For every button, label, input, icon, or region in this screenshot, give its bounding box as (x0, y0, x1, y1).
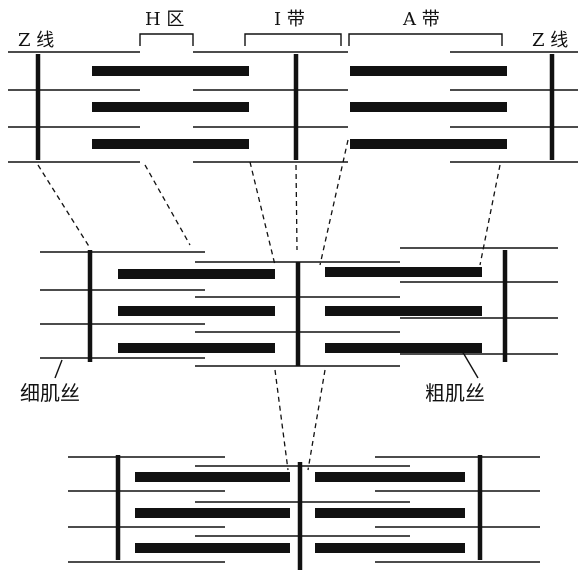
h-zone-label: H 区 (145, 9, 184, 30)
h-zone-bracket (139, 33, 194, 46)
i-band-bracket (244, 33, 342, 46)
connector-line (144, 164, 191, 246)
sarcomere-partial (40, 247, 558, 367)
connector-line (249, 161, 276, 266)
connector-line (295, 164, 298, 251)
a-band-bracket (348, 33, 503, 46)
connector-line (479, 164, 501, 266)
thick-filament-pointer (457, 343, 479, 379)
thin-filament-label: 细肌丝 (20, 381, 80, 405)
connector-line (307, 369, 326, 471)
connectors-top-middle (37, 139, 501, 266)
sarcomere-contracted (68, 455, 540, 570)
i-band-label: I 带 (274, 9, 305, 30)
connector-line (274, 369, 289, 471)
connector-line (319, 139, 349, 266)
connectors-middle-bottom (274, 369, 326, 471)
connector-line (37, 164, 91, 249)
a-band-label: A 带 (402, 9, 440, 30)
thin-filament-pointer (54, 359, 63, 379)
z-line-label-left: Z 线 (18, 30, 54, 51)
z-line-label-right: Z 线 (532, 30, 568, 51)
thick-filament-label: 粗肌丝 (425, 381, 485, 405)
sarcomere-relaxed (8, 51, 578, 163)
